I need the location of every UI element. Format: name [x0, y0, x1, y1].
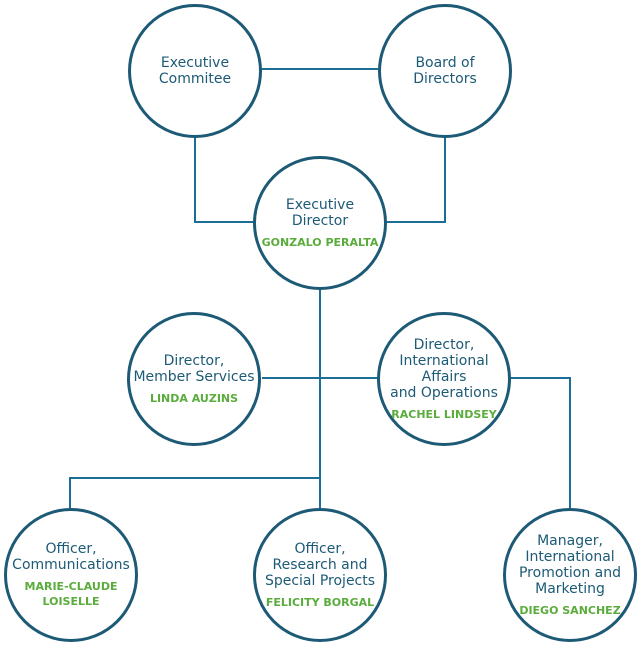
node-international-affairs: Director, International Affairs and Oper…: [377, 312, 511, 446]
node-person-name: LINDA AUZINS: [149, 391, 239, 405]
node-executive-director: Executive Director GONZALO PERALTA: [253, 156, 387, 290]
node-communications: Officer, Communications MARIE-CLAUDE LOI…: [4, 508, 138, 642]
connector-committee-director: [194, 137, 256, 223]
connector-officers-horizontal: [69, 477, 320, 508]
node-title: Manager, International Promotion and Mar…: [518, 532, 622, 597]
node-member-services: Director, Member Services LINDA AUZINS: [127, 312, 261, 446]
node-title: Officer, Research and Special Projects: [264, 540, 376, 589]
node-title: Officer, Communications: [12, 541, 130, 573]
node-title: Director, Member Services: [133, 352, 255, 385]
node-executive-committee: Executive Commitee: [128, 4, 262, 138]
node-research: Officer, Research and Special Projects F…: [253, 508, 387, 642]
node-person-name: MARIE-CLAUDE LOISELLE: [24, 580, 118, 608]
node-person-name: FELICITY BORGAL: [265, 595, 375, 609]
node-title: Director, International Affairs and Oper…: [390, 336, 498, 401]
node-person-name: GONZALO PERALTA: [261, 235, 379, 249]
node-promotion: Manager, International Promotion and Mar…: [503, 508, 637, 642]
node-title: Executive Commitee: [158, 55, 232, 87]
node-board-of-directors: Board of Directors: [378, 4, 512, 138]
connector-international-promotion: [508, 377, 571, 512]
node-title: Board of Directors: [413, 55, 477, 87]
connector-board-director: [386, 137, 446, 223]
node-person-name: DIEGO SANCHEZ: [519, 603, 621, 617]
node-title: Executive Director: [285, 196, 355, 229]
node-person-name: RACHEL LINDSEY: [391, 407, 497, 421]
